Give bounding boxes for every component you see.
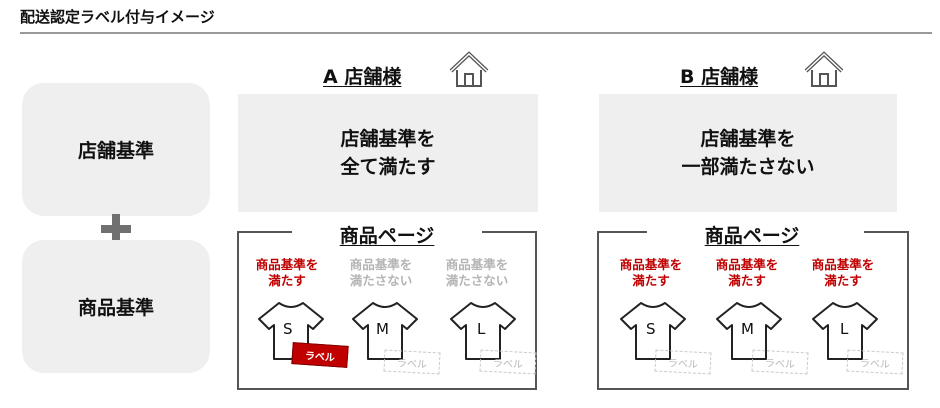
tshirt-icon [812,302,878,360]
frame-top-left [237,231,292,233]
item-status-line1: 商品基準を [811,257,875,272]
product-item-l: 商品基準を 満たす [797,257,889,289]
frame-border [237,231,537,390]
product-item-s: 商品基準を 満たす [605,257,697,289]
house-icon [804,51,844,87]
shipping-label-applied: ラベル [291,342,349,368]
store-b-product-page: 商品ページ 商品基準を 満たす S ラベル 商品基準を 満たす M ラベル 商品… [597,225,909,391]
product-item-m: 商品基準を 満たす [701,257,793,289]
frame-top-right [864,231,909,233]
shipping-label-placeholder: ラベル [751,349,809,375]
store-b-page-title: 商品ページ [704,225,800,247]
size-label: M [741,320,754,338]
item-status-line2: 満たす [268,273,306,288]
product-item-m: 商品基準を 満たさない [335,257,427,289]
tshirt-icon [716,302,782,360]
house-icon [449,51,489,87]
item-status-line1: 商品基準を [445,257,509,272]
item-status-line2: 満たさない [349,273,413,288]
plus-icon [101,214,131,244]
size-label: L [477,320,486,338]
page-title: 配送認定ラベル付与イメージ [20,8,215,26]
title-divider [20,32,932,34]
store-b-status-line1: 店舗基準を [700,128,796,150]
item-status-line2: 満たす [824,273,862,288]
item-status-line1: 商品基準を [619,257,683,272]
product-criteria-label: 商品基準 [77,297,154,319]
size-label: M [376,320,389,338]
store-b-status-box: 店舗基準を 一部満たさない [599,94,897,212]
item-status-line1: 商品基準を [715,257,779,272]
shipping-label-placeholder: ラベル [479,349,537,375]
store-b-status-line2: 一部満たさない [681,156,815,178]
item-status-line1: 商品基準を [255,257,319,272]
size-label: S [646,320,656,338]
shipping-label-placeholder: ラベル [654,349,712,375]
product-criteria-box: 商品基準 [22,240,210,373]
store-criteria-box: 店舗基準 [22,83,210,216]
item-status-line2: 満たす [728,273,766,288]
store-a-status-line1: 店舗基準を [340,128,436,150]
tshirt-icon [450,302,516,360]
store-a-product-page: 商品ページ 商品基準を 満たす S ラベル 商品基準を 満たさない M ラベル … [237,225,537,391]
tshirt-icon [620,302,686,360]
size-label: S [283,320,293,338]
item-status-line2: 満たす [632,273,670,288]
frame-top-right [482,231,537,233]
store-a-title: A 店舗様 [323,66,402,88]
store-a-page-title: 商品ページ [339,225,435,247]
store-b-title: B 店舗様 [680,66,759,88]
shipping-label-placeholder: ラベル [846,349,904,375]
size-label: L [840,320,849,338]
tshirt-icon [352,302,418,360]
item-status-line1: 商品基準を [349,257,413,272]
store-a-status-box: 店舗基準を 全て満たす [238,94,538,212]
item-status-line2: 満たさない [445,273,509,288]
store-a-status-line2: 全て満たす [340,156,436,178]
product-item-s: 商品基準を 満たす [241,257,333,289]
product-item-l: 商品基準を 満たさない [431,257,523,289]
frame-border [597,231,909,390]
store-criteria-label: 店舗基準 [77,140,154,162]
shipping-label-placeholder: ラベル [383,349,441,375]
frame-top-left [597,231,647,233]
